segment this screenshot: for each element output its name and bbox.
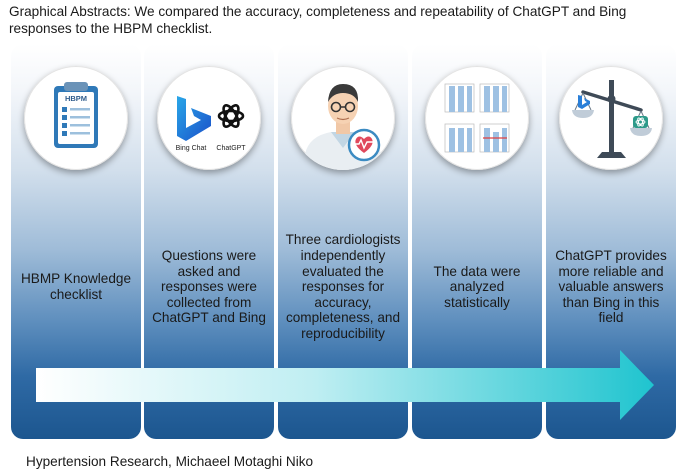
clipboard-checklist-icon: HBPM [54, 82, 98, 148]
balance-scale-icon [572, 80, 652, 158]
clipboard-label: HBPM [65, 94, 87, 103]
panel-4-text: The data were analyzed statistically [433, 263, 521, 310]
panel-5-circle [559, 66, 663, 170]
panel-2-circle: Bing Chat ChatGPT [157, 66, 261, 170]
panel-5-text: ChatGPT provides more reliable and valua… [555, 248, 667, 326]
chatgpt-label: ChatGPT [216, 145, 246, 152]
panel-3-text: Three cardiologists independently evalua… [285, 232, 401, 341]
progress-arrow [36, 350, 654, 420]
panel-1-text: HBMP Knowledge checklist [20, 271, 132, 302]
bar-charts-thumbnail-icon [444, 83, 510, 153]
footer-credit: Hypertension Research, Michaeel Motaghi … [26, 454, 314, 469]
panel-2-text: Questions were asked and responses were … [152, 248, 266, 326]
bing-chatgpt-logos-icon: Bing Chat ChatGPT [176, 96, 246, 152]
page-heading: Graphical Abstracts: We compared the acc… [9, 4, 627, 36]
doctor-heart-icon [305, 84, 381, 170]
panel-3-circle [291, 66, 395, 170]
panel-1-circle: HBPM [24, 66, 128, 170]
panel-4-circle [425, 66, 529, 170]
bing-chat-label: Bing Chat [176, 145, 207, 152]
